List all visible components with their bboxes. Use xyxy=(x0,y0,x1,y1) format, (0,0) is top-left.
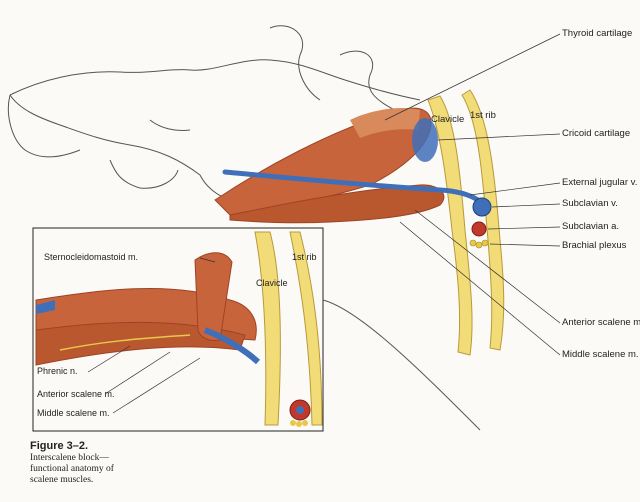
label-clavicle-main: Clavicle xyxy=(431,114,465,125)
external-jugular-vein xyxy=(222,169,481,203)
label-middle-scalene: Middle scalene m. xyxy=(562,349,639,360)
leader-lines xyxy=(384,33,561,356)
label-anterior-scalene: Anterior scalene m. xyxy=(562,317,640,328)
label-thyroid-cartilage: Thyroid cartilage xyxy=(562,28,633,39)
label-subclavian-v: Subclavian v. xyxy=(562,198,618,209)
label-first-rib-main: 1st rib xyxy=(470,110,496,121)
inset-label-phrenic: Phrenic n. xyxy=(37,366,78,376)
neck-muscles-main xyxy=(214,107,445,224)
inset-label-anterior-scalene: Anterior scalene m. xyxy=(37,389,115,399)
cricoid-highlight xyxy=(412,118,438,162)
figure-number: Figure 3–2. xyxy=(30,440,89,452)
first-rib-main xyxy=(461,89,505,351)
label-external-jugular: External jugular v. xyxy=(562,177,638,188)
inset-label-middle-scalene: Middle scalene m. xyxy=(37,408,110,418)
head-outline xyxy=(7,25,421,201)
inset-label-first-rib: 1st rib xyxy=(292,252,317,262)
label-cricoid-cartilage: Cricoid cartilage xyxy=(562,128,631,139)
label-brachial-plexus: Brachial plexus xyxy=(562,240,627,251)
brachial-plexus xyxy=(469,239,489,249)
inset-leader-lines xyxy=(87,257,216,414)
subclavian-artery xyxy=(471,221,487,237)
subclavian-vein xyxy=(472,197,492,217)
clavicle-main xyxy=(427,95,473,356)
inset-content xyxy=(35,231,323,427)
shoulder-outline xyxy=(322,299,481,431)
inset-label-sternocleidomastoid: Sternocleidomastoid m. xyxy=(44,252,139,262)
caption-text: Interscalene block—functional anatomy of… xyxy=(30,453,114,485)
inset-label-clavicle: Clavicle xyxy=(256,278,288,288)
label-subclavian-a: Subclavian a. xyxy=(562,221,620,232)
figure-caption: Figure 3–2. Interscalene block—functiona… xyxy=(30,441,130,486)
